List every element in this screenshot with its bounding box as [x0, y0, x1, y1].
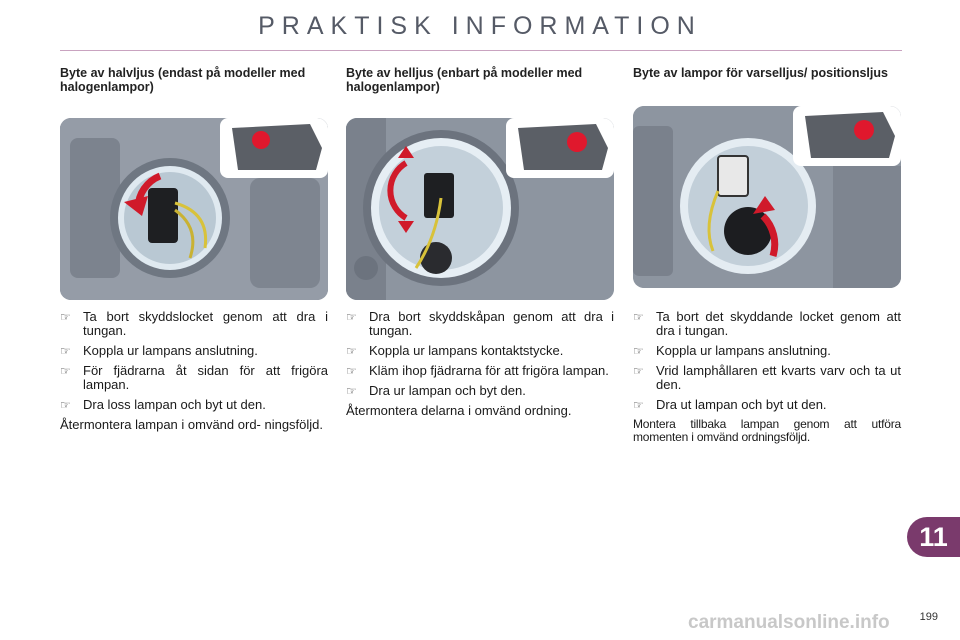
- pointing-hand-icon: ☞: [60, 364, 71, 378]
- list-item: ☞Ta bort det skyddande locket genom att …: [633, 309, 901, 338]
- list-item: ☞Dra bort skyddskåpan genom att dra i tu…: [346, 309, 614, 338]
- title-divider: [60, 50, 902, 51]
- watermark: carmanualsonline.info: [688, 612, 890, 633]
- section-heading: Byte av lampor för varselljus/ positions…: [633, 66, 888, 80]
- high-beam-illustration: [346, 118, 614, 300]
- section-daytime-lights: Byte av lampor för varselljus/ positions…: [633, 66, 901, 444]
- reassembly-note: Återmontera lampan i omvänd ord- ningsfö…: [60, 417, 324, 432]
- list-item: ☞För fjädrarna åt sidan för att frigöra …: [60, 363, 328, 392]
- pointing-hand-icon: ☞: [60, 344, 71, 358]
- list-item: ☞Koppla ur lampans anslutning.: [60, 343, 258, 359]
- daytime-light-illustration: [633, 106, 901, 288]
- page-title: PRAKTISK INFORMATION: [258, 12, 702, 40]
- chapter-tab: 11: [907, 517, 960, 557]
- list-item: ☞Dra ur lampan och byt den.: [346, 383, 526, 399]
- section-heading: Byte av helljus (enbart på modeller med …: [346, 66, 583, 94]
- instruction-list: ☞Ta bort det skyddande locket genom att …: [633, 310, 901, 444]
- pointing-hand-icon: ☞: [60, 398, 71, 412]
- list-item: ☞Vrid lamphållaren ett kvarts varv och t…: [633, 363, 901, 392]
- pointing-hand-icon: ☞: [60, 310, 71, 324]
- list-item: ☞Koppla ur lampans anslutning.: [633, 343, 831, 359]
- instruction-list: ☞Dra bort skyddskåpan genom att dra i tu…: [346, 310, 614, 418]
- section-low-beam: Byte av halvljus (endast på modeller med…: [60, 66, 328, 432]
- pointing-hand-icon: ☞: [346, 344, 357, 358]
- instruction-list: ☞Ta bort skyddslocket genom att dra i tu…: [60, 310, 328, 432]
- pointing-hand-icon: ☞: [346, 364, 357, 378]
- page-number: 199: [919, 611, 938, 623]
- list-item: ☞Ta bort skyddslocket genom att dra i tu…: [60, 309, 328, 338]
- section-high-beam: Byte av helljus (enbart på modeller med …: [346, 66, 614, 418]
- list-item: ☞Kläm ihop fjädrarna för att frigöra lam…: [346, 363, 609, 379]
- reassembly-note: Montera tillbaka lampan genom att utföra…: [633, 417, 901, 444]
- section-heading: Byte av halvljus (endast på modeller med…: [60, 66, 306, 94]
- list-item: ☞Dra loss lampan och byt ut den.: [60, 397, 266, 413]
- pointing-hand-icon: ☞: [633, 344, 644, 358]
- pointing-hand-icon: ☞: [346, 384, 357, 398]
- pointing-hand-icon: ☞: [633, 310, 644, 324]
- pointing-hand-icon: ☞: [346, 310, 357, 324]
- pointing-hand-icon: ☞: [633, 398, 644, 412]
- pointing-hand-icon: ☞: [633, 364, 644, 378]
- list-item: ☞Koppla ur lampans kontaktstycke.: [346, 343, 564, 359]
- list-item: ☞Dra ut lampan och byt ut den.: [633, 397, 827, 413]
- low-beam-illustration: [60, 118, 328, 300]
- reassembly-note: Återmontera delarna i omvänd ordning.: [346, 403, 572, 418]
